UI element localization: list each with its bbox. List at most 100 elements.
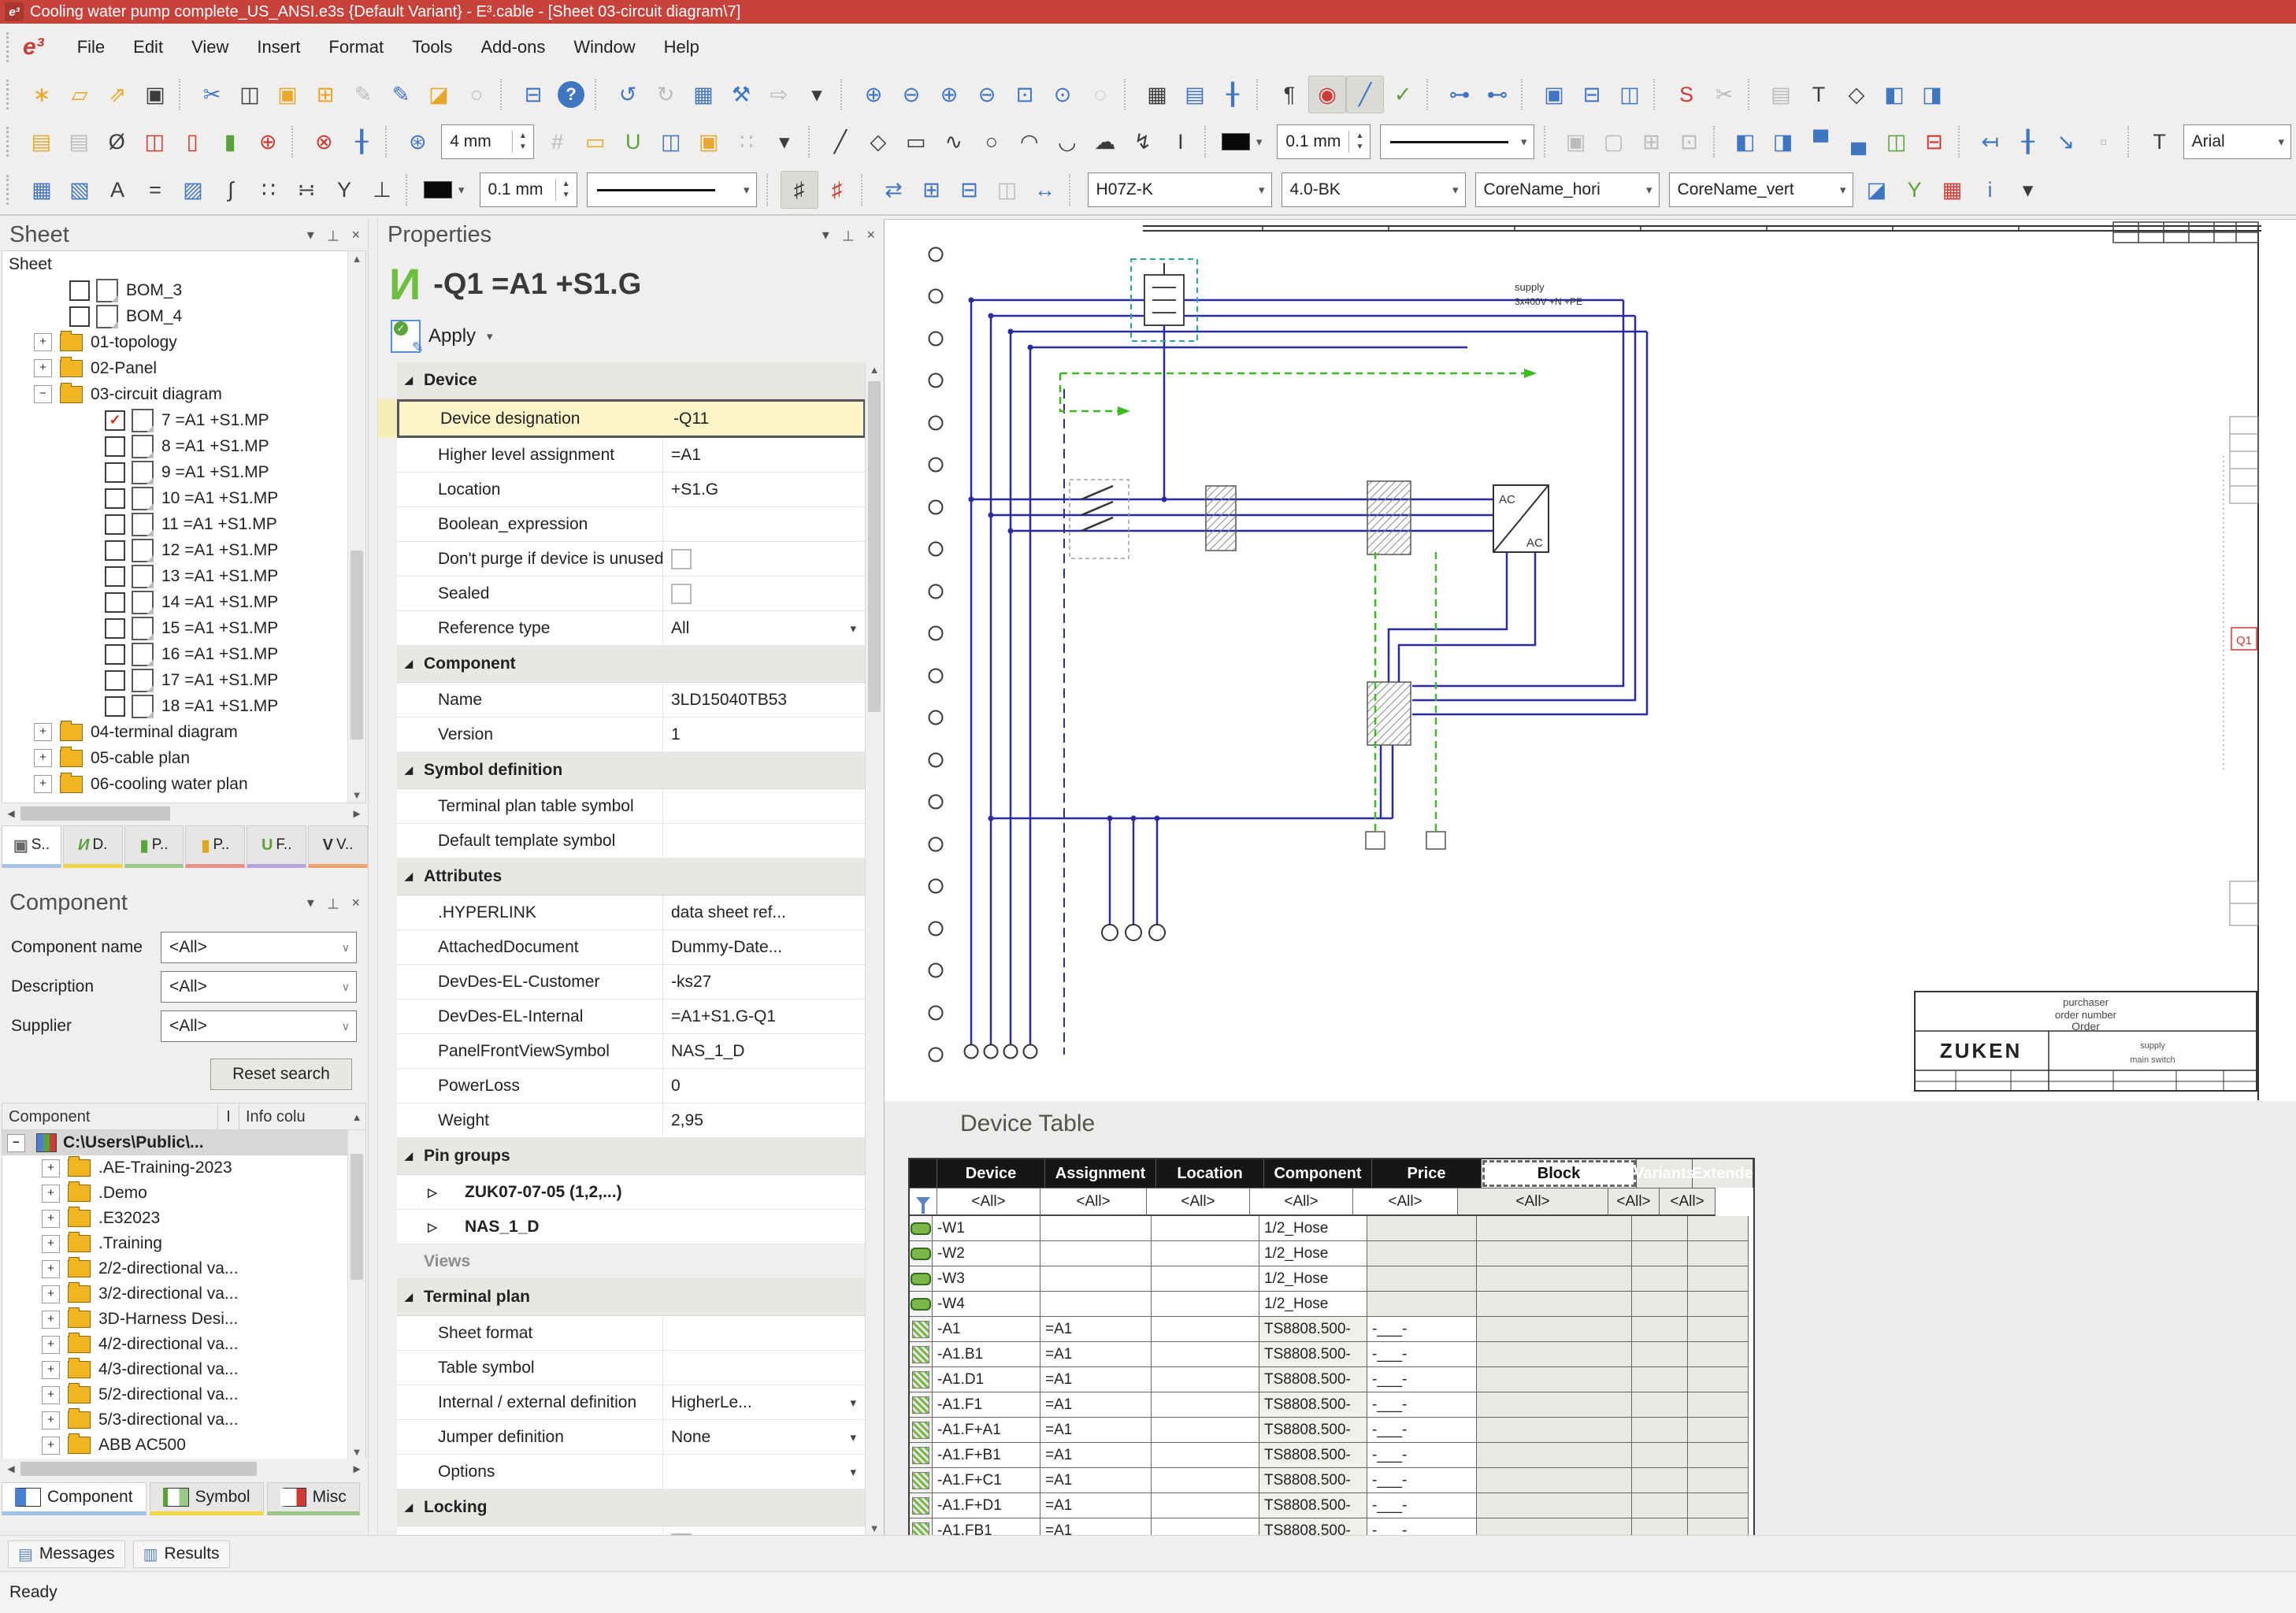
pin-icon[interactable]: ⊤: [326, 227, 339, 243]
group-arrow-icon[interactable]: ▷: [428, 1220, 437, 1234]
expander-icon[interactable]: −: [34, 385, 52, 403]
property-row[interactable]: ◢ ▷ Reference type All ▾: [397, 611, 866, 646]
library-tab[interactable]: Misc: [266, 1482, 360, 1515]
cell-extended[interactable]: [1688, 1216, 1749, 1241]
sheet-checkbox[interactable]: [105, 462, 125, 483]
cell-extended[interactable]: [1688, 1392, 1749, 1418]
property-row[interactable]: ◢ ▷ Higher level assignment =A1 ▾: [397, 438, 866, 473]
spline-icon[interactable]: ∿: [944, 129, 963, 154]
cell-location[interactable]: [1152, 1468, 1259, 1493]
scroll-up-icon[interactable]: ▲: [351, 1111, 362, 1123]
zoom-selection-icon[interactable]: ⊙: [1053, 82, 1072, 106]
cell-block[interactable]: [1477, 1241, 1632, 1266]
sheet-tree-item[interactable]: + 01-topology: [2, 329, 365, 355]
cell-assignment[interactable]: =A1: [1040, 1392, 1152, 1418]
component-tree-hscrollbar[interactable]: ◄ ►: [2, 1459, 366, 1479]
hide-connections-icon[interactable]: ♯: [831, 177, 843, 202]
expander-icon[interactable]: +: [42, 1360, 60, 1379]
cell-assignment[interactable]: [1040, 1216, 1152, 1241]
cell-location[interactable]: [1152, 1367, 1259, 1392]
property-row[interactable]: ◢ ▷ Sealed ▾: [397, 577, 866, 611]
property-row[interactable]: ◢ ▷ Version 1 ▾: [397, 718, 866, 752]
expander-icon[interactable]: +: [42, 1285, 60, 1303]
property-row[interactable]: ◢ ▷ Name 3LD15040TB53 ▾: [397, 683, 866, 718]
expander-icon[interactable]: +: [42, 1209, 60, 1228]
property-value[interactable]: =A1+S1.G-Q1: [662, 999, 866, 1033]
cell-assignment[interactable]: =A1: [1040, 1493, 1152, 1518]
toolbar-grip[interactable]: [6, 80, 15, 109]
component-tree-item[interactable]: + 3D-Harness Desi...: [2, 1307, 365, 1332]
reduce-icon[interactable]: ⊖: [977, 82, 996, 106]
scroll-up-icon[interactable]: ▲: [869, 364, 880, 376]
grid-icon[interactable]: ▦: [1147, 82, 1167, 106]
cell-extended[interactable]: [1688, 1342, 1749, 1367]
cell-location[interactable]: [1152, 1292, 1259, 1317]
section-arrow-icon[interactable]: ◢: [405, 764, 413, 776]
output-tab[interactable]: ▥ Results: [132, 1540, 230, 1568]
cable-icon[interactable]: U: [625, 129, 641, 154]
zigzag-icon[interactable]: ↯: [1133, 129, 1152, 154]
component-tree-item[interactable]: + .E32023: [2, 1206, 365, 1231]
properties-scrollbar[interactable]: ▲ ▼: [865, 362, 883, 1536]
cell-device[interactable]: -A1.D1: [933, 1367, 1040, 1392]
property-row[interactable]: ◢ ▷ Terminal plan ▾: [397, 1279, 866, 1316]
cloud-icon[interactable]: ☁: [1094, 129, 1116, 154]
property-row[interactable]: ◢ ▷ Default template symbol ▾: [397, 824, 866, 858]
cell-block[interactable]: [1477, 1342, 1632, 1367]
shape-icon[interactable]: ◇: [1848, 82, 1865, 106]
cell-location[interactable]: [1152, 1392, 1259, 1418]
menu-item[interactable]: File: [76, 37, 106, 57]
expander-icon[interactable]: +: [34, 359, 52, 377]
sheet-disabled-icon[interactable]: ▤: [69, 129, 89, 154]
sheet-tree-item[interactable]: 17 =A1 +S1.MP: [2, 667, 365, 693]
cell-price[interactable]: -___-: [1367, 1367, 1477, 1392]
copy-format-icon[interactable]: ◪: [428, 82, 449, 106]
font-combo[interactable]: Arial▾: [2183, 124, 2292, 159]
menu-item[interactable]: Insert: [257, 37, 301, 57]
property-row[interactable]: ◢ ▷ Device ▾: [397, 362, 866, 399]
cell-location[interactable]: [1152, 1342, 1259, 1367]
cell-component[interactable]: 1/2_Hose: [1259, 1292, 1367, 1317]
paste-icon[interactable]: ▣: [277, 82, 298, 106]
group-icon[interactable]: ▣: [1565, 129, 1586, 154]
line-icon[interactable]: ╱: [833, 129, 847, 154]
cell-device[interactable]: -W1: [933, 1216, 1040, 1241]
col-variants[interactable]: Variants: [1634, 1159, 1695, 1188]
table-row[interactable]: -A1.D1 =A1 TS8808.500- -___-: [910, 1367, 1753, 1392]
cell-price[interactable]: -___-: [1367, 1468, 1477, 1493]
cell-block[interactable]: [1477, 1317, 1632, 1342]
reroute-icon[interactable]: ⊛: [408, 129, 427, 154]
wye2-icon[interactable]: ⊥: [373, 177, 391, 202]
wire-color-swatch[interactable]: ▾: [423, 180, 472, 199]
move-free-icon[interactable]: ╂: [2021, 129, 2035, 154]
component-tree-item[interactable]: + 3/2-directional va...: [2, 1281, 365, 1307]
property-row[interactable]: ◢ ▷ Location +S1.G ▾: [397, 473, 866, 507]
sheet-tree-item[interactable]: 13 =A1 +S1.MP: [2, 563, 365, 589]
core-name-hori-combo[interactable]: CoreName_hori▾: [1474, 172, 1660, 207]
scroll-down-icon[interactable]: ▼: [351, 1446, 362, 1458]
cell-variants[interactable]: [1632, 1418, 1688, 1443]
cell-variants[interactable]: [1632, 1266, 1688, 1292]
apply-options-icon[interactable]: ▾: [487, 330, 493, 343]
sheet-tree-hscrollbar[interactable]: ◄ ►: [2, 803, 366, 824]
cell-extended[interactable]: [1688, 1367, 1749, 1392]
col-assignment[interactable]: Assignment: [1045, 1159, 1156, 1188]
property-value[interactable]: -Q11: [673, 409, 710, 428]
cell-variants[interactable]: [1632, 1216, 1688, 1241]
dock-tab[interactable]: V V..: [308, 825, 368, 868]
cell-block[interactable]: [1477, 1468, 1632, 1493]
property-row[interactable]: ◢ ▷ DevDes-EL-Internal =A1+S1.G-Q1 ▾: [397, 999, 866, 1034]
property-row[interactable]: ◢ ▷ Terminal plan table symbol ▾: [397, 789, 866, 824]
property-row[interactable]: ◢ ▷ Views ▾: [397, 1244, 866, 1279]
dock-tab[interactable]: U F..: [247, 825, 307, 868]
connect-mode-icon[interactable]: ╱: [1346, 76, 1384, 113]
col-price[interactable]: Price: [1372, 1159, 1482, 1188]
wire-style-combo[interactable]: ▾: [586, 172, 757, 207]
cell-variants[interactable]: [1632, 1443, 1688, 1468]
property-row[interactable]: ◢ ▷ Don't purge if device is unused ▾: [397, 542, 866, 577]
property-value[interactable]: [662, 1526, 866, 1536]
cell-component[interactable]: 1/2_Hose: [1259, 1266, 1367, 1292]
property-value[interactable]: 2,95: [662, 1103, 866, 1137]
format-marks-icon[interactable]: ¶: [1283, 82, 1296, 106]
pin-icon[interactable]: ⊤: [841, 227, 855, 243]
